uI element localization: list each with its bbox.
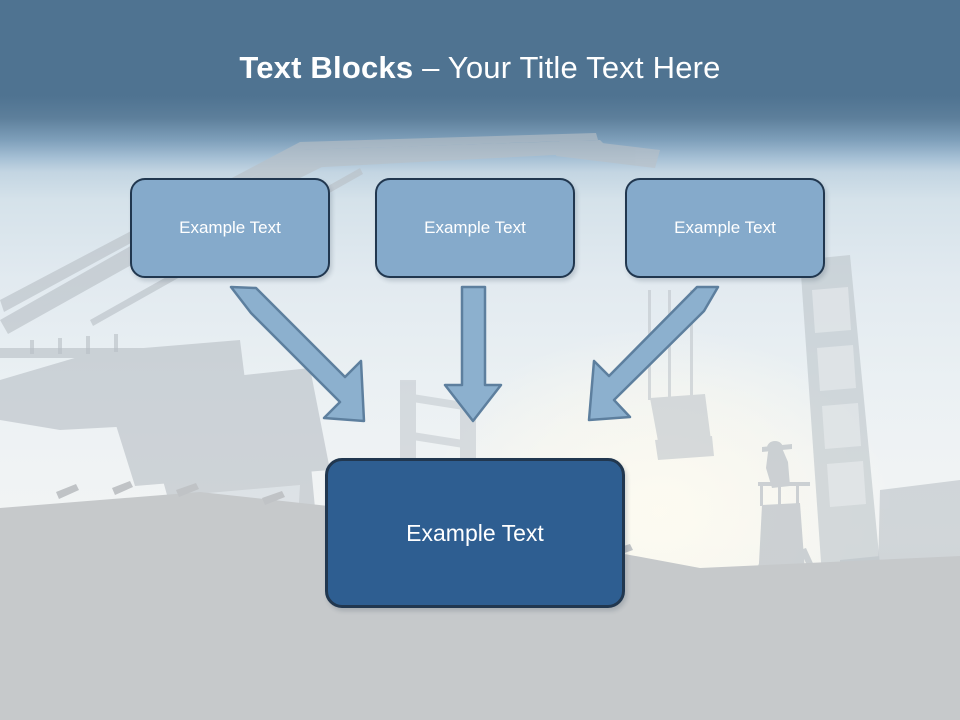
text-block-2[interactable]: Example Text [375,178,575,278]
text-block-3-label: Example Text [674,218,776,237]
text-block-summary-label: Example Text [406,519,544,546]
text-block-3[interactable]: Example Text [625,178,825,278]
title-light-part: – Your Title Text Here [422,50,721,85]
text-block-1-label: Example Text [179,218,281,237]
title-bold-part: Text Blocks [239,50,423,85]
text-block-summary[interactable]: Example Text [325,458,625,608]
text-block-1[interactable]: Example Text [130,178,330,278]
text-block-2-label: Example Text [424,218,526,237]
slide-title: Text Blocks – Your Title Text Here [0,50,960,86]
